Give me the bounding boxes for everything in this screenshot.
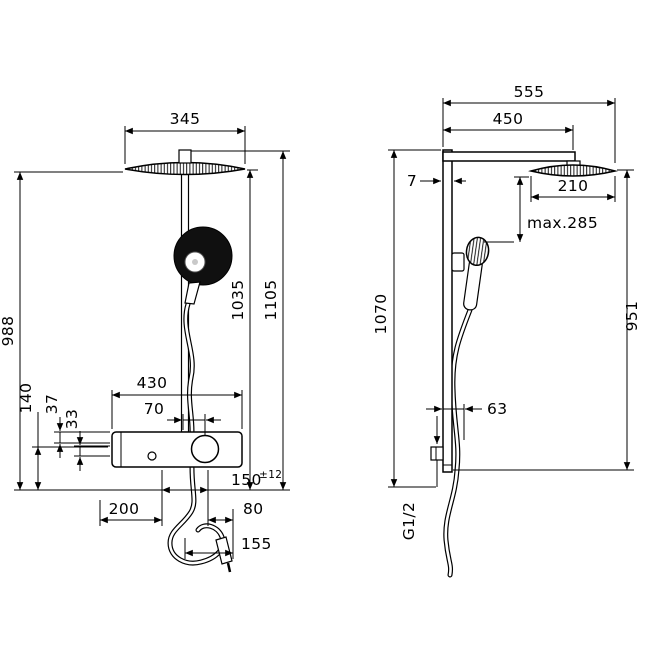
shower-hose-side-core	[444, 308, 472, 577]
dim-label-supply-tolerance: ±12	[259, 469, 282, 481]
dim-front-supply-drop: 140	[17, 383, 108, 490]
thermostat-select-knob	[190, 434, 220, 464]
dim-label-total-projection: 555	[514, 83, 545, 101]
front-view: 345 1105 1035 988 140	[0, 110, 290, 573]
dim-front-head-width: 345	[124, 110, 246, 164]
dim-label-wall-gap: 7	[407, 172, 417, 190]
dim-front-knob-offset: 70	[144, 400, 221, 435]
dim-label-upper-height: 1035	[229, 279, 247, 320]
dim-label-bar-height: 1070	[372, 293, 390, 334]
dim-label-outlet-offset: 63	[487, 400, 508, 418]
dim-front-left-height: 988	[0, 171, 123, 490]
dim-front-loop-width: 155	[184, 535, 272, 559]
wall-bar-side	[442, 149, 453, 473]
thermostat-body	[111, 431, 243, 468]
dim-front-supply-spacing: 150 ±12	[161, 469, 282, 526]
dim-side-bar-height: 1070	[372, 149, 441, 488]
handshower-face-dot	[192, 259, 198, 265]
overhead-shower-side	[528, 164, 618, 177]
dim-label-head-depth: 210	[558, 177, 589, 195]
hand-shower-side	[463, 236, 490, 311]
dim-label-head-width: 345	[170, 110, 201, 128]
handshower-handle-front	[184, 281, 201, 305]
dim-front-loop-offset: 80	[208, 500, 264, 559]
dim-label-loop-width: 155	[241, 535, 272, 553]
thermostat-button	[147, 451, 157, 461]
dim-front-valve-width: 430	[111, 374, 243, 429]
hose-end-tip-front	[226, 562, 232, 573]
head-connector-front	[178, 149, 192, 164]
supply-inlet-fitting	[430, 446, 444, 461]
dim-side-arm-projection: 450	[443, 110, 574, 150]
dim-side-outlet-offset: 63	[426, 400, 508, 440]
dim-label-total-height: 1105	[262, 279, 280, 320]
dim-side-handshower-range: max.285	[484, 176, 598, 243]
dim-label-valve-width: 430	[137, 374, 168, 392]
dim-label-loop-left: 200	[109, 500, 140, 518]
dim-label-supply-drop: 140	[17, 383, 35, 414]
dim-front-detail-33: 33	[63, 409, 110, 471]
dim-label-thread: G1/2	[400, 502, 418, 541]
dim-label-loop-offset: 80	[243, 500, 264, 518]
handshower-holder-side	[451, 252, 465, 272]
dim-side-wall-gap: 7	[407, 172, 466, 190]
dim-label-detail-37: 37	[43, 394, 61, 415]
dim-side-total-projection: 555	[442, 83, 616, 163]
dim-side-head-depth: 210	[530, 176, 616, 202]
dim-label-knob-offset: 70	[144, 400, 165, 418]
dim-label-detail-33: 33	[63, 409, 81, 430]
dim-label-handshower-range: max.285	[527, 214, 598, 232]
dim-label-left-height: 988	[0, 316, 17, 347]
dim-side-right-height: 951	[453, 169, 641, 471]
dim-label-arm-projection: 450	[493, 110, 524, 128]
handshower-head-side	[465, 236, 490, 267]
dim-front-total-height: 1105	[191, 150, 290, 490]
shower-hose-front-loop-core	[168, 466, 225, 565]
shower-arm-side	[442, 151, 576, 162]
dim-front-loop-left: 200	[99, 500, 162, 526]
shower-hose-front-upper-core	[184, 302, 194, 433]
dim-label-right-height: 951	[623, 301, 641, 332]
dim-front-upper-height: 1035	[229, 169, 258, 490]
overhead-shower-front	[124, 161, 246, 176]
dim-side-thread: G1/2	[400, 416, 441, 541]
dim-label-supply-spacing: 150	[231, 471, 262, 489]
side-view: 555 450 7 210 max.285	[372, 83, 641, 578]
